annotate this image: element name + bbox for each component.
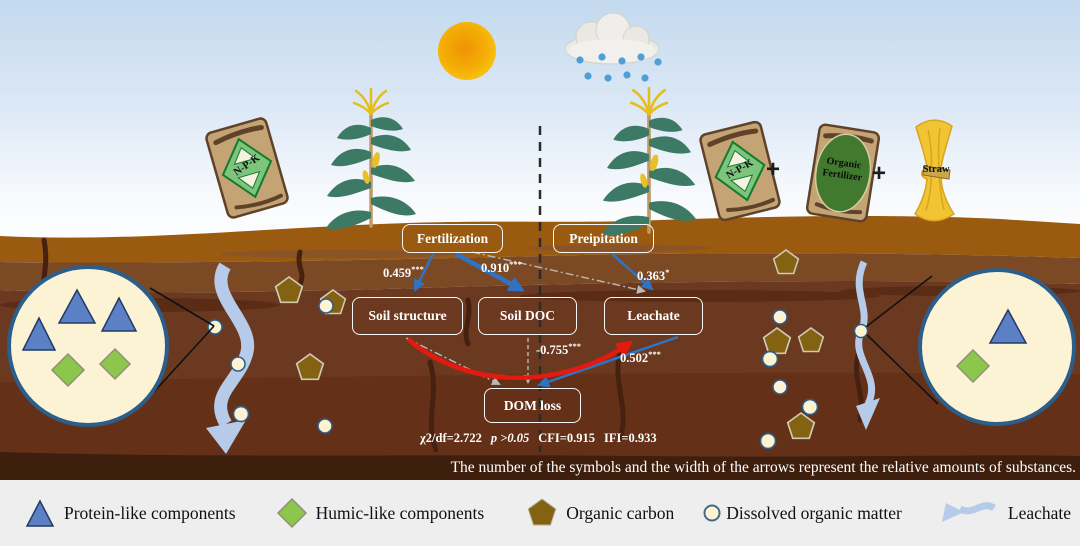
fit-ifi: IFI=0.933 bbox=[604, 431, 657, 445]
coef-value: -0.755 bbox=[536, 343, 569, 358]
legend-item-organic-carbon: Organic carbon bbox=[526, 497, 674, 529]
sem-coef-fert-structure: 0.459*** bbox=[383, 264, 424, 281]
coef-value: 0.502 bbox=[620, 351, 649, 366]
sky bbox=[0, 0, 1080, 246]
legend-item-dom: Dissolved organic matter bbox=[702, 503, 902, 524]
fit-p: p >0.05 bbox=[490, 431, 530, 445]
coef-stars: *** bbox=[509, 259, 522, 269]
leachate-flow-left bbox=[206, 262, 255, 454]
raindrops bbox=[576, 53, 662, 82]
legend-label: Humic-like components bbox=[315, 502, 485, 523]
coef-value: 0.459 bbox=[383, 266, 412, 281]
coef-stars: *** bbox=[568, 341, 582, 351]
leachate-arrow-icon bbox=[941, 502, 996, 522]
npk-bag-left bbox=[205, 117, 289, 219]
magnifier-right bbox=[853, 268, 1076, 426]
coef-stars: *** bbox=[648, 349, 661, 359]
legend-label: Organic carbon bbox=[566, 502, 675, 523]
sun-icon bbox=[438, 22, 496, 80]
coef-value: 0.363 bbox=[637, 269, 666, 284]
dom-circle-icon bbox=[703, 504, 721, 522]
sem-box-soil-structure: Soil structure bbox=[352, 297, 463, 335]
straw-label: Straw bbox=[922, 164, 950, 175]
organic-fertilizer-bag bbox=[805, 123, 881, 223]
coef-stars: *** bbox=[411, 264, 424, 274]
legend-label: Dissolved organic matter bbox=[726, 502, 902, 523]
legend-label: Leachate bbox=[1007, 502, 1072, 523]
sem-fit-statistics: χ2/df=2.722 p >0.05 CFI=0.915 IFI=0.933 bbox=[420, 431, 680, 446]
fit-chi: χ2/df=2.722 bbox=[420, 431, 482, 445]
caption-strip bbox=[0, 452, 1080, 480]
sem-box-soil-doc: Soil DOC bbox=[478, 297, 577, 335]
legend-item-humic: Humic-like components bbox=[276, 497, 485, 529]
coef-stars: * bbox=[665, 267, 670, 277]
sem-coef-precip-leachate: 0.363* bbox=[637, 267, 669, 284]
legend-item-leachate: Leachate bbox=[938, 498, 1071, 528]
legend-item-protein: Protein-like components bbox=[24, 498, 236, 528]
rain-cloud-icon bbox=[564, 12, 660, 65]
sem-paths bbox=[405, 251, 679, 388]
coef-value: 0.910 bbox=[481, 261, 510, 276]
straw-bundle bbox=[914, 119, 956, 222]
sem-box-dom-loss: DOM loss bbox=[484, 388, 581, 423]
magnifier-left bbox=[7, 265, 215, 427]
protein-triangle-icon bbox=[25, 499, 55, 527]
npk-bag-right bbox=[699, 120, 781, 222]
legend-label: Protein-like components bbox=[64, 502, 236, 523]
figure-caption: The number of the symbols and the width … bbox=[450, 459, 1076, 476]
legend: Protein-like components Humic-like compo… bbox=[0, 480, 1080, 546]
humic-diamond-icon bbox=[276, 497, 307, 529]
fit-cfi: CFI=0.915 bbox=[538, 431, 596, 445]
sem-coef-structure-leachate: -0.755*** bbox=[536, 341, 581, 358]
sem-box-fertilization: Fertilization bbox=[402, 224, 503, 253]
sem-box-precipitation: Preipitation bbox=[553, 224, 654, 253]
sem-coef-fert-doc: 0.910*** bbox=[481, 259, 522, 276]
plus-sign-1: + bbox=[766, 156, 781, 183]
sem-coef-leachate-domloss: 0.502*** bbox=[620, 349, 661, 366]
organic-carbon-pentagon-icon bbox=[527, 498, 557, 526]
plus-sign-2: + bbox=[872, 160, 887, 187]
sem-box-leachate: Leachate bbox=[604, 297, 703, 335]
